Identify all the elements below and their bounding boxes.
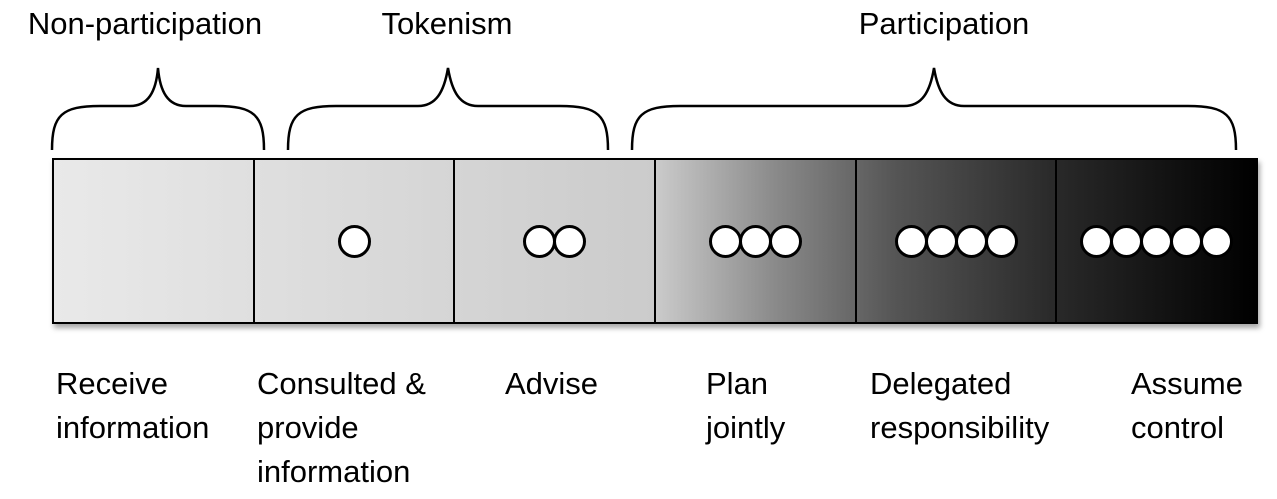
- brace-participation: [630, 67, 1238, 151]
- group-label-participation: Participation: [858, 6, 1030, 41]
- level-segment-consulted: [255, 160, 456, 322]
- level-segment-assume-control: [1057, 160, 1256, 322]
- level-circle-icon: [1170, 224, 1204, 258]
- level-circle-icon: [894, 224, 928, 258]
- level-circle-icon: [738, 224, 772, 258]
- level-segment-delegated-responsibility: [857, 160, 1058, 322]
- level-label-assume-control: Assume control: [1131, 366, 1243, 445]
- level-segment-receive-information: [54, 160, 255, 322]
- brace-tokenism: [286, 67, 610, 151]
- level-label-delegated-responsibility: Delegated responsibility: [870, 366, 1050, 445]
- level-circle-icon: [954, 224, 988, 258]
- level-segment-advise: [455, 160, 657, 322]
- level-circle-icon: [1080, 224, 1114, 258]
- level-circle-icon: [768, 224, 802, 258]
- level-circle-icon: [523, 224, 557, 258]
- level-circle-icon: [1140, 224, 1174, 258]
- level-label-plan-jointly: Plan jointly: [706, 366, 786, 445]
- level-label-advise: Advise: [505, 366, 599, 401]
- group-braces: [50, 67, 1238, 151]
- level-circle-icon: [708, 224, 742, 258]
- level-label-receive-information: Receive information: [56, 366, 210, 445]
- level-label-consulted: Consulted & provide information: [257, 366, 426, 489]
- level-circle-icon: [984, 224, 1018, 258]
- brace-non-participation: [50, 67, 266, 151]
- group-label-tokenism: Tokenism: [381, 6, 513, 41]
- level-circle-icon: [924, 224, 958, 258]
- level-circle-icon: [1110, 224, 1144, 258]
- level-segment-plan-jointly: [656, 160, 857, 322]
- level-circle-icon: [1200, 224, 1234, 258]
- group-label-non-participation: Non-participation: [27, 6, 263, 41]
- level-circle-icon: [553, 224, 587, 258]
- participation-spectrum-bar: [52, 158, 1258, 324]
- level-circle-icon: [337, 224, 371, 258]
